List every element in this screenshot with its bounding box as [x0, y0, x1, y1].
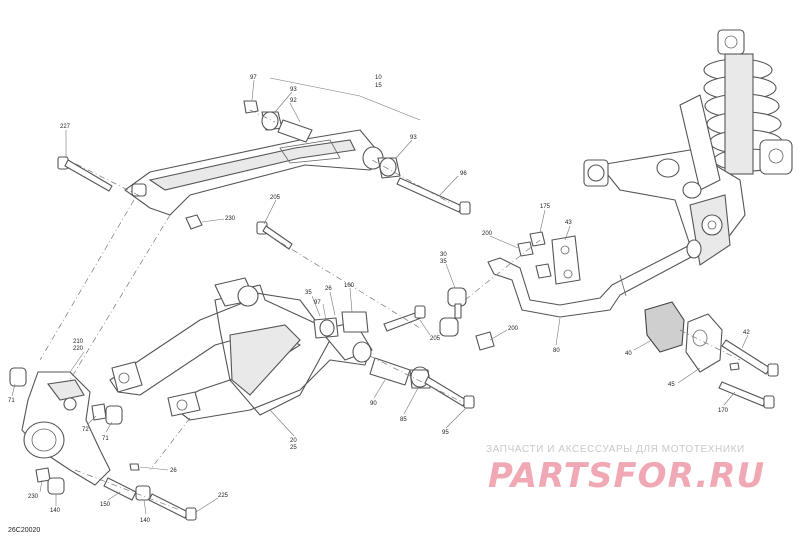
callout-30: 30	[440, 252, 447, 258]
bolt-96	[396, 177, 471, 215]
upper-a-arm	[124, 129, 386, 216]
guide-lines	[39, 109, 741, 511]
callout-15: 15	[375, 83, 382, 89]
callout-25: 25	[290, 445, 297, 451]
callout-93b: 93	[410, 135, 417, 141]
callout-227: 227	[60, 124, 71, 130]
callout-42: 42	[743, 330, 750, 336]
callout-200: 200	[482, 231, 493, 237]
callout-97: 97	[250, 75, 257, 81]
callout-205: 205	[270, 195, 281, 201]
knuckle	[21, 371, 111, 486]
callout-35b: 35	[305, 290, 312, 296]
callout-225: 225	[218, 493, 229, 499]
callout-140b: 140	[140, 518, 151, 524]
callout-labels: 97 93 92 10 15 93 96 227 230 205 175 43 …	[8, 75, 750, 524]
shock-absorber	[703, 29, 793, 175]
lower-a-arm	[109, 277, 373, 421]
frame-bracket	[583, 94, 746, 266]
callout-230: 230	[225, 216, 236, 222]
knuckle-bushings	[9, 367, 123, 495]
callout-26: 26	[325, 286, 332, 292]
callout-80: 80	[553, 348, 560, 354]
bolt-205	[256, 221, 293, 250]
callout-100: 100	[344, 283, 355, 289]
callout-205b: 205	[430, 336, 441, 342]
callout-210: 210	[73, 339, 84, 345]
callout-72: 72	[82, 427, 89, 433]
callout-35: 35	[440, 259, 447, 265]
callout-40: 40	[625, 351, 632, 357]
callout-200b: 200	[508, 326, 519, 332]
callout-97b: 97	[314, 300, 321, 306]
bottom-bolt	[103, 463, 197, 521]
bushing-40-45	[644, 301, 779, 409]
diagram-code: 26C20020	[8, 527, 40, 534]
callout-71: 71	[8, 398, 15, 404]
bolt-227	[57, 156, 113, 192]
callout-45: 45	[668, 382, 675, 388]
callout-220: 220	[73, 346, 84, 352]
callout-150: 150	[100, 502, 111, 508]
callout-175: 175	[540, 204, 551, 210]
watermark-subtitle: ЗАПЧАСТИ И АКСЕССУАРЫ ДЛЯ МОТОТЕХНИКИ	[486, 444, 745, 455]
sway-bar	[487, 239, 702, 318]
watermark-logo: PARTSFOR.RU	[488, 456, 766, 496]
leader-lines	[11, 77, 749, 515]
bracket-43	[517, 231, 581, 285]
callout-170: 170	[718, 408, 729, 414]
callout-43: 43	[565, 220, 572, 226]
nut-230	[185, 214, 203, 230]
callout-90: 90	[370, 401, 377, 407]
callout-85: 85	[400, 417, 407, 423]
callout-140: 140	[50, 508, 61, 514]
callout-71b: 71	[102, 436, 109, 442]
callout-26b: 26	[170, 468, 177, 474]
upper-bushings	[243, 100, 401, 179]
callout-93: 93	[290, 87, 297, 93]
callout-95: 95	[442, 430, 449, 436]
callout-92: 92	[290, 98, 297, 104]
callout-230b: 230	[28, 494, 39, 500]
callout-20: 20	[290, 438, 297, 444]
sway-bar-link	[439, 287, 495, 351]
callout-10: 10	[375, 75, 382, 81]
callout-96: 96	[460, 171, 467, 177]
